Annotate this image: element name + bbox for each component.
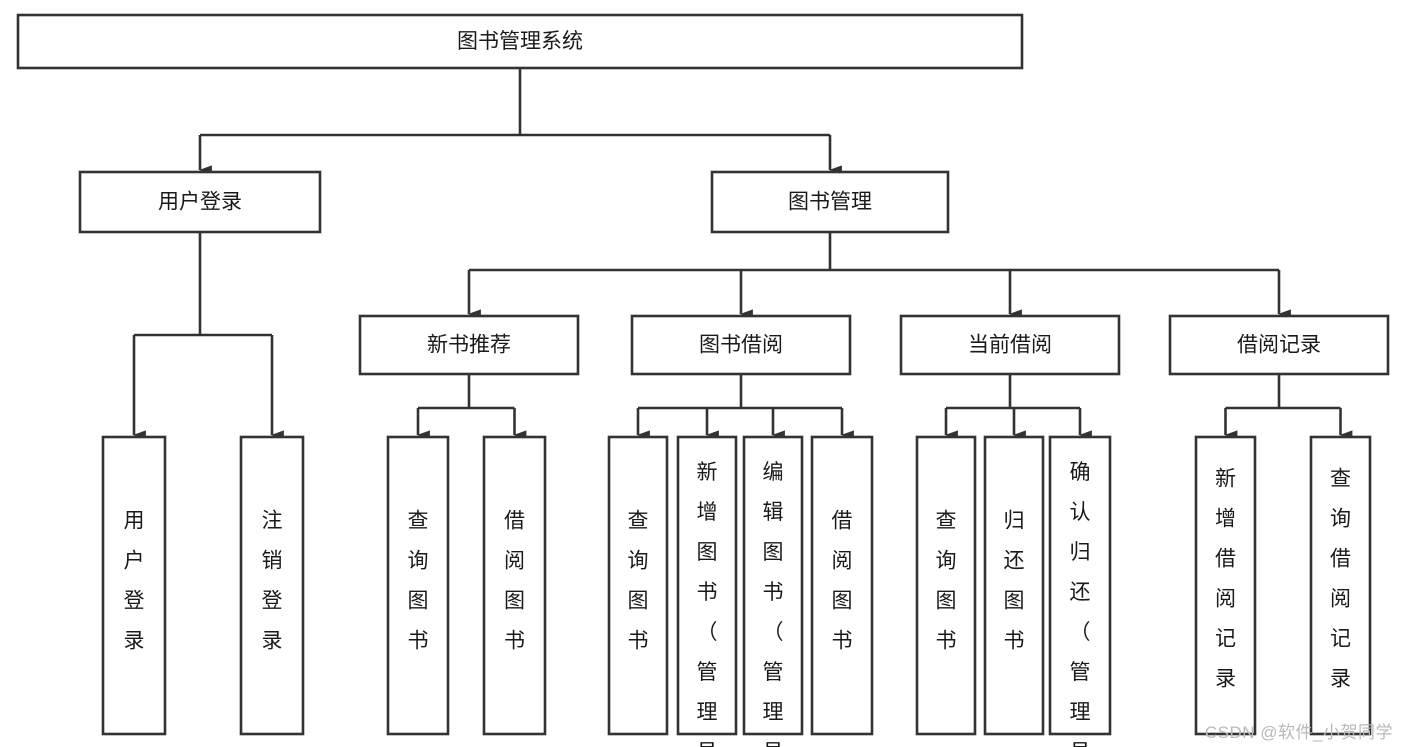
node-l2-借阅记录[interactable]: 借阅记录 (1168, 314, 1390, 376)
node-leaf-确认归还管理员[interactable]: 确认归还（管理员） (1048, 435, 1112, 747)
node-label: 确认归还（管理员） (1070, 461, 1091, 747)
node-label: 当前借阅 (968, 334, 1052, 357)
node-label: 新增图书（管理员） (697, 461, 718, 747)
node-l2-新书推荐[interactable]: 新书推荐 (358, 314, 580, 376)
node-leaf-查询图书[interactable]: 查询图书 (915, 435, 977, 736)
node-box[interactable] (1309, 435, 1372, 736)
node-label: 查询图书 (408, 510, 429, 653)
node-label: 图书借阅 (699, 334, 783, 357)
node-leaf-注销登录[interactable]: 注销登录 (239, 435, 305, 736)
node-label: 用户登录 (124, 510, 145, 653)
node-box[interactable] (607, 435, 669, 736)
node-box[interactable] (101, 435, 167, 736)
node-leaf-借阅图书[interactable]: 借阅图书 (482, 435, 547, 736)
node-label: 用户登录 (158, 191, 242, 214)
node-box[interactable] (1168, 314, 1390, 376)
node-label: 注销登录 (262, 510, 283, 653)
connector-lines (132, 68, 1353, 440)
node-root-图书管理系统[interactable]: 图书管理系统 (16, 13, 1024, 70)
node-l1-用户登录[interactable]: 用户登录 (78, 170, 322, 234)
node-label: 图书管理 (788, 191, 872, 214)
node-boxes: 图书管理系统用户登录图书管理新书推荐图书借阅当前借阅借阅记录用户登录注销登录查询… (16, 13, 1390, 747)
node-box[interactable] (482, 435, 547, 736)
node-leaf-新增图书管理员[interactable]: 新增图书（管理员） (676, 435, 738, 747)
node-label: 图书管理系统 (457, 30, 583, 53)
node-label: 借阅记录 (1237, 334, 1321, 357)
node-box[interactable] (810, 435, 874, 736)
csdn-watermark: CSDN @软件_小贺同学 (1204, 723, 1393, 742)
node-label: 查询图书 (936, 510, 957, 653)
node-box[interactable] (1048, 435, 1112, 736)
node-leaf-借阅图书[interactable]: 借阅图书 (810, 435, 874, 736)
node-leaf-查询借阅记录[interactable]: 查询借阅记录 (1309, 435, 1372, 736)
node-box[interactable] (16, 13, 1024, 70)
node-l2-当前借阅[interactable]: 当前借阅 (899, 314, 1121, 376)
node-box[interactable] (915, 435, 977, 736)
node-box[interactable] (983, 435, 1045, 736)
node-box[interactable] (676, 435, 738, 736)
node-label: 借阅图书 (832, 510, 853, 653)
node-leaf-用户登录[interactable]: 用户登录 (101, 435, 167, 736)
node-leaf-查询图书[interactable]: 查询图书 (386, 435, 450, 736)
node-label: 新书推荐 (427, 334, 511, 357)
node-label: 新增借阅记录 (1215, 468, 1236, 691)
node-box[interactable] (358, 314, 580, 376)
node-box[interactable] (1194, 435, 1257, 736)
node-leaf-编辑图书管理员[interactable]: 编辑图书（管理员） (742, 435, 804, 747)
node-label: 查询借阅记录 (1330, 468, 1351, 691)
node-box[interactable] (742, 435, 804, 736)
node-box[interactable] (239, 435, 305, 736)
node-leaf-归还图书[interactable]: 归还图书 (983, 435, 1045, 736)
node-label: 归还图书 (1004, 510, 1025, 653)
node-l2-图书借阅[interactable]: 图书借阅 (630, 314, 852, 376)
node-label: 编辑图书（管理员） (763, 461, 784, 747)
node-box[interactable] (899, 314, 1121, 376)
node-box[interactable] (710, 170, 950, 234)
node-box[interactable] (78, 170, 322, 234)
node-label: 查询图书 (628, 510, 649, 653)
node-l1-图书管理[interactable]: 图书管理 (710, 170, 950, 234)
node-box[interactable] (386, 435, 450, 736)
node-leaf-新增借阅记录[interactable]: 新增借阅记录 (1194, 435, 1257, 736)
node-label: 借阅图书 (504, 510, 525, 653)
node-leaf-查询图书[interactable]: 查询图书 (607, 435, 669, 736)
node-box[interactable] (630, 314, 852, 376)
